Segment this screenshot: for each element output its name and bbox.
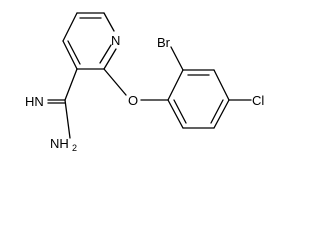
chlorine-label: Cl [252,93,264,108]
phenyl-ring [167,69,230,129]
c-br-bond [170,46,184,71]
molecule-structure: N Br Cl O HN NH 2 [25,12,264,153]
ether-linkage [103,68,169,101]
ether-oxygen-label: O [128,93,138,108]
imine-label: HN [25,94,44,109]
amine-label: NH [50,136,69,151]
amidine-group [47,68,78,139]
bromine-label: Br [157,35,171,50]
ring-nitrogen-label: N [111,33,120,48]
pyridine-ring [62,12,117,70]
amine-subscript: 2 [72,143,77,153]
